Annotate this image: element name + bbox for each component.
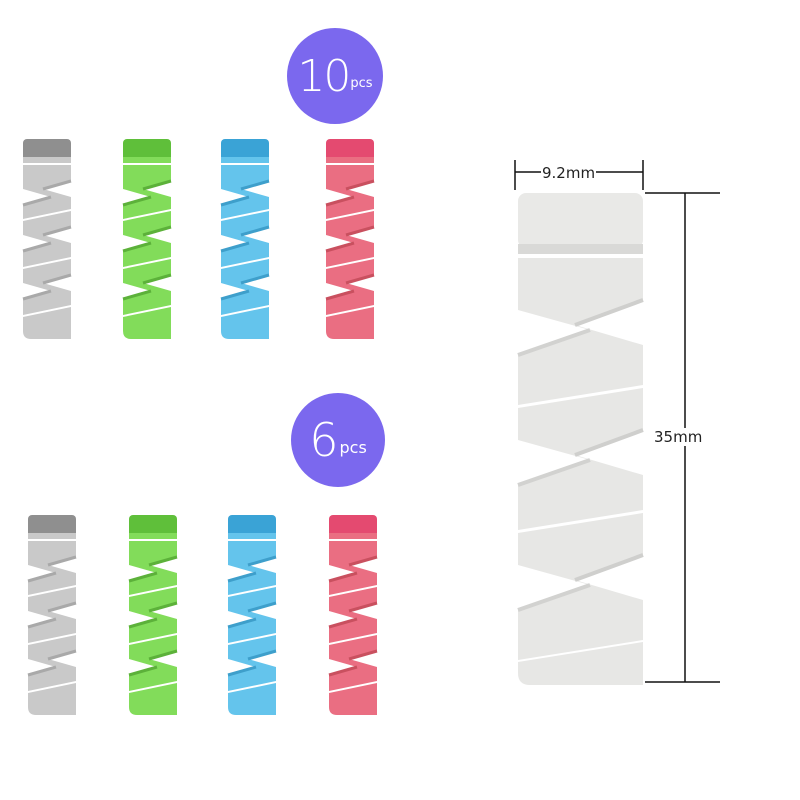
clip-green-top xyxy=(123,139,171,339)
width-dimension-label: 9.2mm xyxy=(541,164,597,182)
badge-number: 6 xyxy=(309,413,339,467)
height-dimension-label: 35mm xyxy=(653,428,704,446)
clip-pink-bottom xyxy=(329,515,377,715)
clip-blue-top xyxy=(221,139,269,339)
clip-pink-top xyxy=(326,139,374,339)
clip-gray-top xyxy=(23,139,71,339)
badge-unit: pcs xyxy=(339,437,367,457)
clip-blue-bottom xyxy=(228,515,276,715)
badge-number: 10 xyxy=(297,50,351,102)
large-clip xyxy=(517,193,644,685)
badge-unit: pcs xyxy=(350,75,373,91)
clip-green-bottom xyxy=(129,515,177,715)
clip-gray-bottom xyxy=(28,515,76,715)
